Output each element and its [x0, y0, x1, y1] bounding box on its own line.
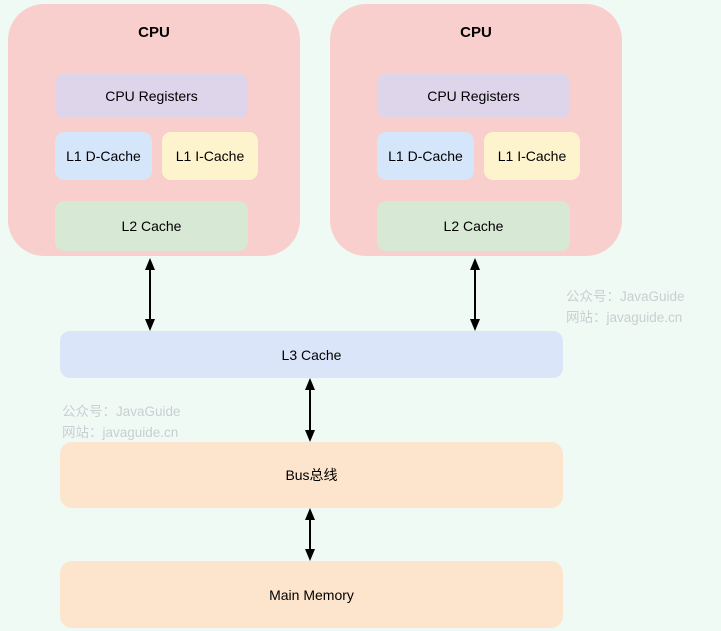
arrow-stem: [309, 387, 311, 433]
arrowhead-up-icon: [305, 378, 315, 390]
arrowhead-down-icon: [470, 319, 480, 331]
cpu-title: CPU: [460, 24, 492, 41]
watermark-left: 公众号：JavaGuide 网站：javaguide.cn: [62, 401, 181, 443]
arrow-stem: [149, 267, 151, 322]
arrowhead-up-icon: [145, 258, 155, 270]
cpu-title: CPU: [138, 24, 170, 41]
arrowhead-up-icon: [305, 508, 315, 520]
main-memory-box: Main Memory: [60, 561, 563, 628]
watermark-right: 公众号：JavaGuide 网站：javaguide.cn: [566, 286, 685, 328]
l2-cache-box: L2 Cache: [55, 201, 248, 251]
bus-box: Bus总线: [60, 442, 563, 508]
l1-dcache-box: L1 D-Cache: [377, 132, 474, 180]
arrowhead-down-icon: [145, 319, 155, 331]
double-arrow-cpu1-l3: [143, 258, 157, 331]
watermark-line: 公众号：JavaGuide: [566, 289, 685, 304]
arrowhead-down-icon: [305, 549, 315, 561]
l1-icache-box: L1 I-Cache: [162, 132, 258, 180]
l1-dcache-box: L1 D-Cache: [55, 132, 152, 180]
l3-cache-box: L3 Cache: [60, 331, 563, 378]
cpu-block-2: CPU CPU Registers L1 D-Cache L1 I-Cache …: [330, 4, 622, 256]
watermark-line: 公众号：JavaGuide: [62, 404, 181, 419]
arrow-stem: [474, 267, 476, 322]
watermark-line: 网站：javaguide.cn: [566, 310, 683, 325]
l2-cache-box: L2 Cache: [377, 201, 570, 251]
cpu-registers-box: CPU Registers: [377, 74, 570, 118]
double-arrow-cpu2-l3: [468, 258, 482, 331]
double-arrow-l3-bus: [303, 378, 317, 442]
cpu-block-1: CPU CPU Registers L1 D-Cache L1 I-Cache …: [8, 4, 300, 256]
arrowhead-up-icon: [470, 258, 480, 270]
double-arrow-bus-memory: [303, 508, 317, 561]
cpu-registers-box: CPU Registers: [55, 74, 248, 118]
arrowhead-down-icon: [305, 430, 315, 442]
watermark-line: 网站：javaguide.cn: [62, 425, 179, 440]
arrow-stem: [309, 517, 311, 552]
l1-icache-box: L1 I-Cache: [484, 132, 580, 180]
